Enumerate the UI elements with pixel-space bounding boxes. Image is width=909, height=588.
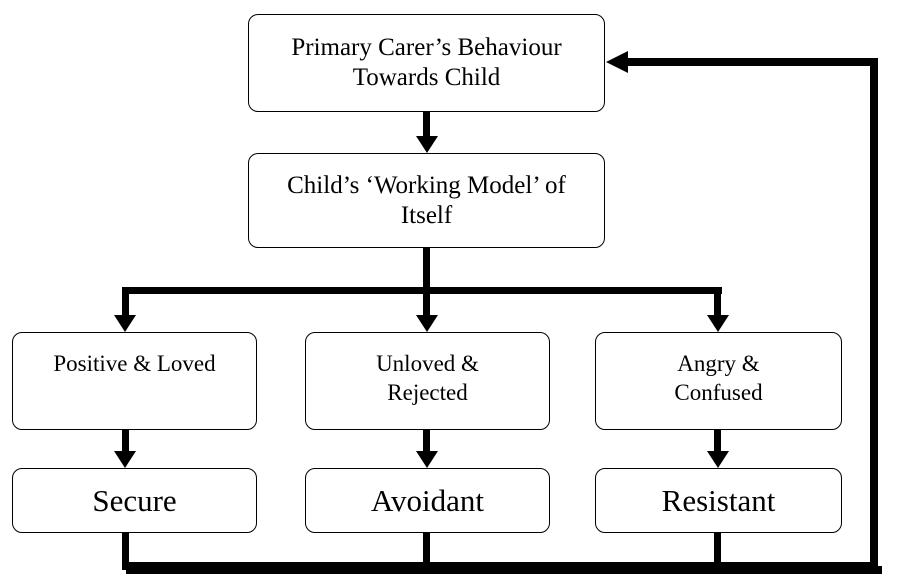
node-angry-confused: Angry & Confused <box>595 332 842 430</box>
node-primary-carer-behaviour: Primary Carer’s Behaviour Towards Child <box>248 14 605 112</box>
arrowhead-down-branch-middle <box>415 315 438 332</box>
connector-angry-to-resistant-shaft <box>714 430 721 452</box>
connector-branch-left-shaft <box>121 287 129 316</box>
node-primary-carer-line1: Primary Carer’s Behaviour <box>291 34 562 61</box>
node-avoidant-label: Avoidant <box>370 482 485 518</box>
arrowhead-down-branch-left <box>114 315 136 332</box>
node-child-working-model: Child’s ‘Working Model’ of Itself <box>248 153 605 248</box>
connector-secure-drop <box>121 532 129 570</box>
arrowhead-down-positive-to-secure <box>114 451 136 468</box>
connector-avoidant-drop <box>423 532 430 570</box>
connector-feedback-top-run <box>622 58 870 66</box>
node-positive-loved: Positive & Loved <box>12 332 257 430</box>
connector-feedback-right-rise <box>870 58 878 570</box>
arrowhead-down-branch-right <box>706 315 729 332</box>
node-avoidant: Avoidant <box>305 468 550 533</box>
arrowhead-down-unloved-to-avoidant <box>415 451 438 468</box>
connector-top-to-model-shaft <box>423 111 430 137</box>
connector-resistant-drop <box>714 532 721 570</box>
node-angry-confused-line2: Confused <box>674 380 763 405</box>
connector-positive-to-secure-shaft <box>121 430 129 452</box>
node-secure-label: Secure <box>92 482 177 518</box>
node-unloved-rejected-line1: Unloved & <box>376 351 479 376</box>
node-child-working-model-line2: Itself <box>400 201 453 229</box>
node-resistant: Resistant <box>595 468 842 533</box>
arrowhead-left-feedback-to-top <box>606 51 628 73</box>
connector-model-stem <box>423 248 430 316</box>
connector-branch-right-shaft <box>714 287 721 316</box>
connector-unloved-to-avoidant-shaft <box>423 430 430 452</box>
node-unloved-rejected: Unloved & Rejected <box>305 332 550 430</box>
node-unloved-rejected-line2: Rejected <box>387 380 468 405</box>
node-primary-carer-line2: Towards Child <box>352 64 501 91</box>
connector-feedback-bottom-bar <box>121 562 878 570</box>
node-angry-confused-line1: Angry & <box>677 351 760 376</box>
node-resistant-label: Resistant <box>661 482 776 518</box>
arrowhead-down-top-to-model <box>415 136 438 153</box>
node-child-working-model-line1: Child’s ‘Working Model’ of <box>287 171 566 199</box>
arrowhead-down-angry-to-resistant <box>706 451 729 468</box>
connector-branch-bar <box>121 287 722 294</box>
node-secure: Secure <box>12 468 257 533</box>
node-positive-loved-label: Positive & Loved <box>53 351 216 376</box>
